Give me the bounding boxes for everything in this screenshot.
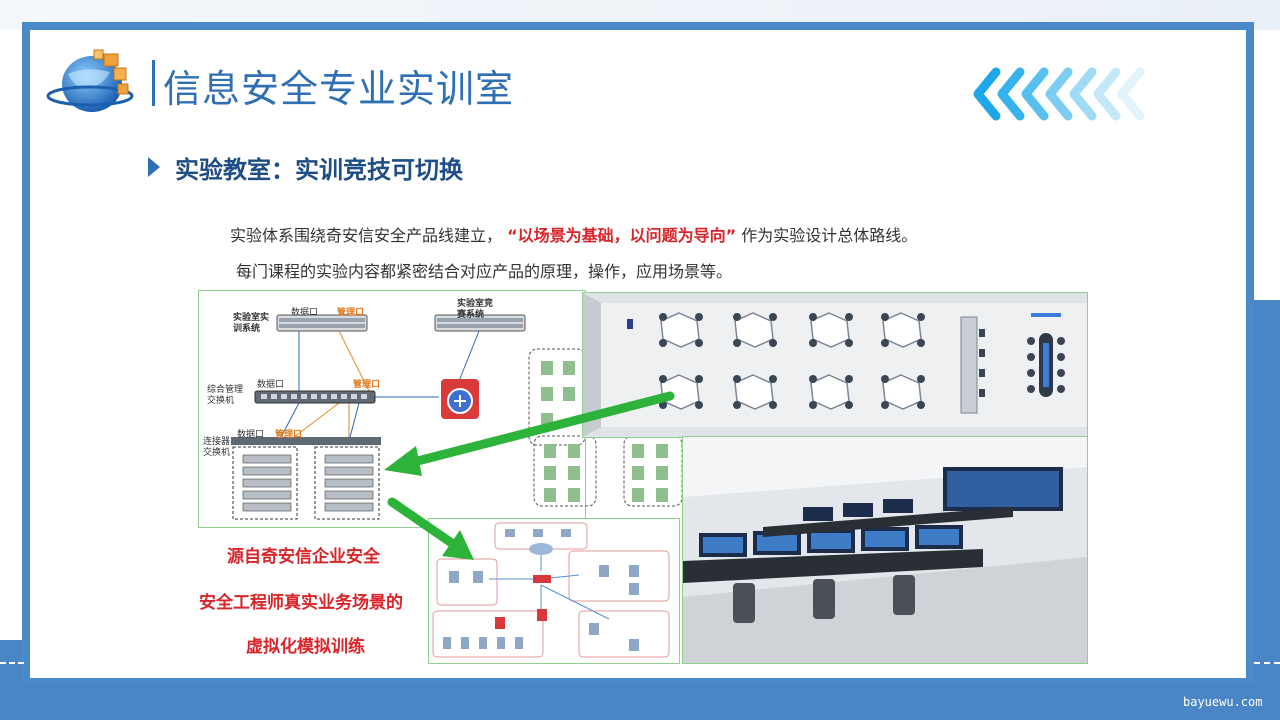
label-data-port-1: 数据口: [291, 308, 319, 318]
intro-line-2: 每门课程的实验内容都紧密结合对应产品的原理，操作，应用场景等。: [236, 262, 733, 281]
classroom-render-graphic: [683, 437, 1087, 663]
page-title: 信息安全专业实训室: [163, 67, 515, 111]
watermark-text: bayuewu.com: [1183, 695, 1263, 709]
client-groups-graphic: [533, 435, 683, 507]
network-diagram-panel: 实验室实训系统 实验室竞赛系统 数据口 管理口 综合管理交换机 数据口 管理口 …: [198, 290, 586, 528]
topology-graphic: [432, 522, 670, 658]
intro-line-1-end: 作为实验设计总体路线。: [741, 226, 918, 245]
topology-panel: [428, 518, 680, 664]
chevrons-decoration-icon: [973, 67, 1145, 121]
globe-logo-icon: [46, 49, 134, 112]
dashed-line-left: [0, 662, 24, 664]
green-arrows-icon: [384, 391, 675, 560]
network-diagram-graphic: [231, 314, 585, 520]
label-mgmt-port-1: 管理口: [337, 308, 365, 318]
floor-plan-graphic: [583, 293, 1087, 437]
label-access-switch: 连接器交换机: [203, 437, 231, 458]
callout-line-2: 安全工程师真实业务场景的: [199, 593, 403, 613]
subtitle-triangle-icon: [148, 157, 160, 177]
label-data-port-3: 数据口: [237, 430, 265, 440]
floor-plan-panel: [582, 292, 1088, 438]
label-mgmt-port-2: 管理口: [353, 380, 381, 390]
callout-line-1: 源自奇安信企业安全: [227, 547, 380, 567]
label-lab-competition-system: 实验室竞赛系统: [457, 299, 494, 320]
intro-line-1: 实验体系围绕奇安信安全产品线建立， “以场景为基础，以问题为导向” 作为实验设计…: [230, 222, 917, 246]
title-divider: [152, 60, 155, 106]
intro-line-1-start: 实验体系围绕奇安信安全产品线建立，: [230, 226, 503, 245]
section-subtitle: 实验教室：实训竞技可切换: [175, 156, 463, 184]
label-data-port-2: 数据口: [257, 380, 285, 390]
callout-line-3: 虚拟化模拟训练: [246, 637, 365, 657]
dashed-line-right: [1254, 662, 1280, 664]
label-lab-training-system: 实验室实训系统: [233, 313, 270, 334]
intro-highlight: “以场景为基础，以问题为导向”: [507, 226, 737, 245]
label-core-switch: 综合管理交换机: [207, 385, 244, 406]
classroom-render-panel: [682, 436, 1088, 664]
label-mgmt-port-3: 管理口: [275, 430, 303, 440]
